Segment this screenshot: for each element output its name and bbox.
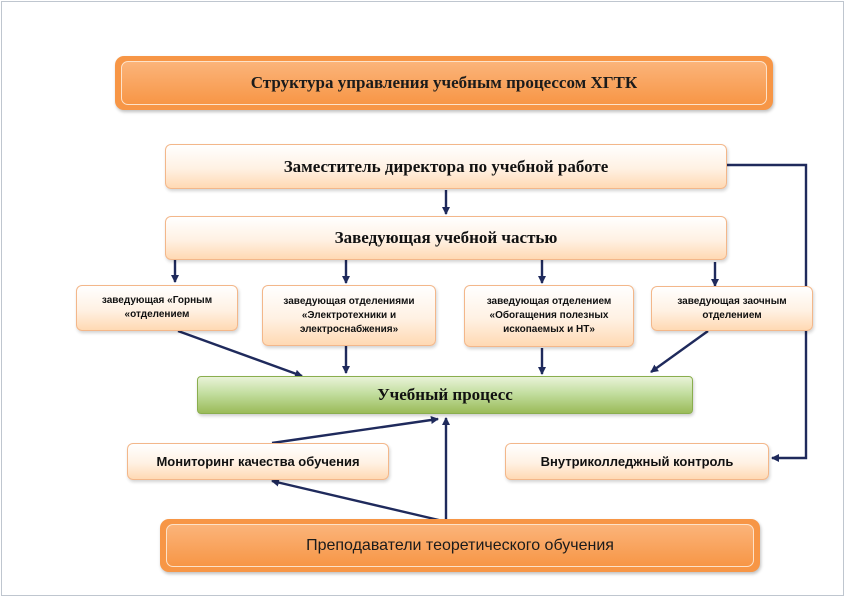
department-minerals-box: заведующая отделением «Обогащения полезн…: [464, 285, 634, 347]
monitoring-box: Мониторинг качества обучения: [127, 443, 389, 480]
arrow-dept4-to-process: [650, 330, 709, 373]
title-text: Структура управления учебным процессом Х…: [250, 73, 638, 92]
head-teaching-label: Заведующая учебной частью: [334, 228, 558, 247]
deputy-director-box: Заместитель директора по учебной работе: [165, 144, 727, 189]
department-minerals-label: заведующая отделением «Обогащения полезн…: [486, 296, 612, 335]
teachers-banner: Преподаватели теоретического обучения: [160, 519, 760, 572]
department-electro-label: заведующая отделениями «Электротехники и…: [283, 295, 415, 335]
educational-process-label: Учебный процесс: [377, 385, 513, 404]
arrow-teachers-to-monitoring: [271, 478, 444, 523]
department-correspondence-box: заведующая заочным отделением: [651, 286, 813, 331]
internal-control-label: Внутриколледжный контроль: [540, 454, 734, 469]
arrow-dept1-to-process: [177, 329, 303, 378]
department-correspondence-label: заведующая заочным отделением: [677, 295, 787, 321]
educational-process-box: Учебный процесс: [197, 376, 693, 414]
title-banner: Структура управления учебным процессом Х…: [115, 56, 773, 110]
teachers-label: Преподаватели теоретического обучения: [306, 536, 614, 554]
monitoring-label: Мониторинг качества обучения: [156, 454, 360, 469]
arrow-monitoring-to-process: [271, 416, 439, 445]
internal-control-box: Внутриколледжный контроль: [505, 443, 769, 480]
department-mining-box: заведующая «Горным «отделением: [76, 285, 238, 331]
head-teaching-box: Заведующая учебной частью: [165, 216, 727, 260]
department-mining-label: заведующая «Горным «отделением: [101, 295, 213, 320]
deputy-director-label: Заместитель директора по учебной работе: [283, 156, 609, 176]
department-electro-box: заведующая отделениями «Электротехники и…: [262, 285, 436, 346]
